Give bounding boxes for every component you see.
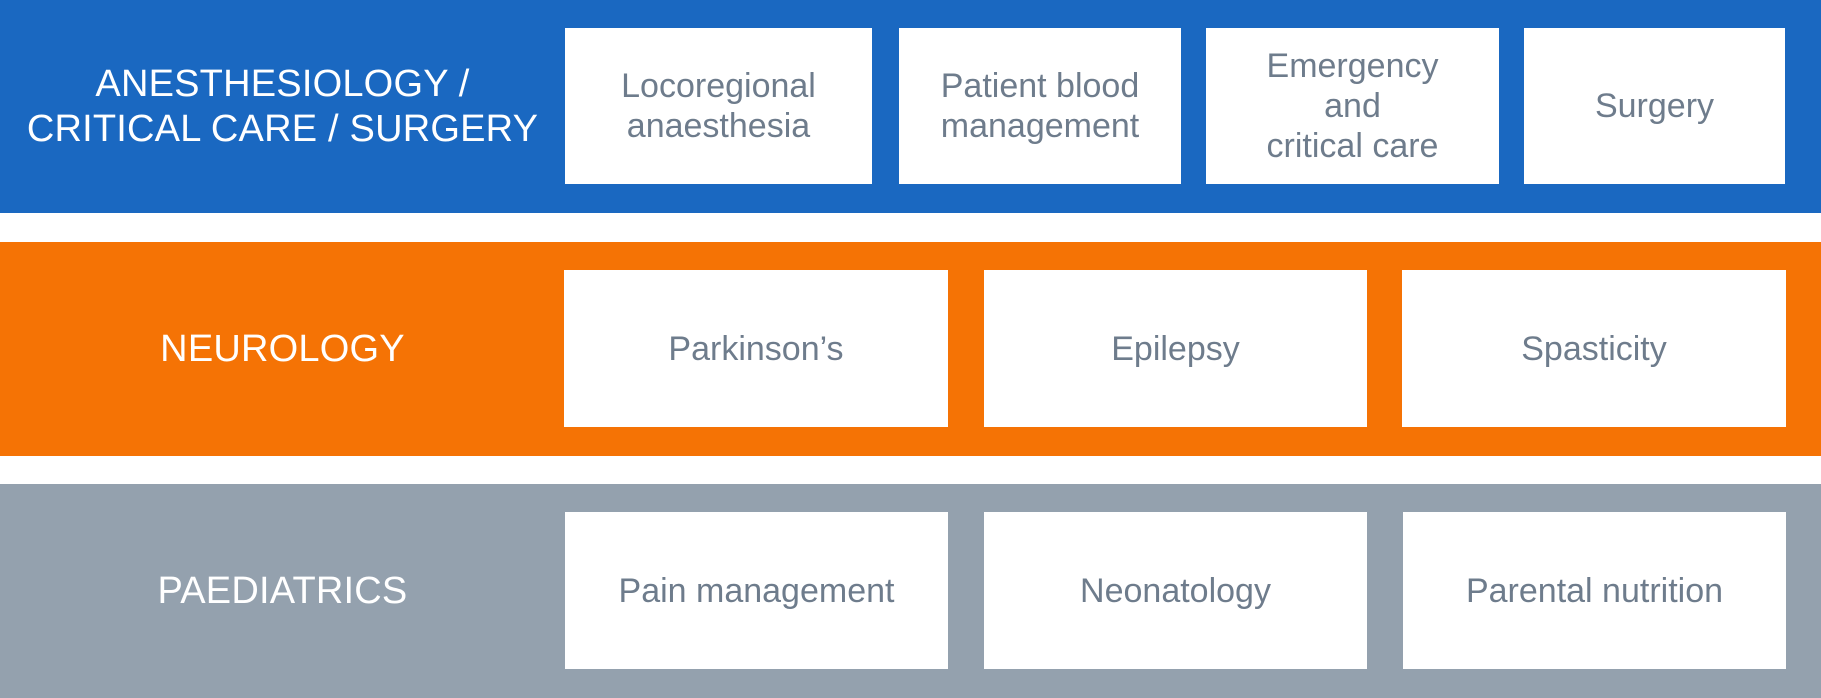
card-text-line: Emergency (1266, 47, 1439, 85)
card-text-line: critical care (1266, 127, 1439, 165)
card-text-line: Locoregional (621, 67, 816, 105)
card-text-line: Neonatology (1080, 571, 1271, 610)
card-emergency-critical-care: Emergency and critical care (1206, 28, 1499, 184)
card-text-line: Parental nutrition (1465, 571, 1724, 610)
card-text-line: Epilepsy (1111, 329, 1240, 368)
card-pain-management: Pain management (565, 512, 948, 669)
card-neonatology: Neonatology (984, 512, 1367, 669)
card-spasticity: Spasticity (1402, 270, 1786, 427)
card-parental-nutrition: Parental nutrition (1403, 512, 1786, 669)
card-locoregional-anaesthesia: Locoregional anaesthesia (565, 28, 872, 184)
card-text-line: Pain management (618, 571, 895, 610)
category-label-line: ANESTHESIOLOGY / (95, 62, 470, 105)
category-label-anesthesiology: ANESTHESIOLOGY / CRITICAL CARE / SURGERY (0, 0, 565, 213)
category-label-line: NEUROLOGY (160, 327, 405, 370)
card-text-line: Patient blood (940, 67, 1140, 105)
card-patient-blood-management: Patient blood management (899, 28, 1181, 184)
card-text-line: management (940, 107, 1140, 145)
category-label-line: PAEDIATRICS (157, 569, 408, 612)
card-parkinsons: Parkinson’s (564, 270, 948, 427)
card-text-line: Surgery (1594, 87, 1715, 125)
category-label-paediatrics: PAEDIATRICS (0, 484, 565, 698)
band-paediatrics: PAEDIATRICS Pain management Neonatology … (0, 484, 1821, 698)
category-label-line: CRITICAL CARE / SURGERY (26, 107, 539, 150)
band-anesthesiology: ANESTHESIOLOGY / CRITICAL CARE / SURGERY… (0, 0, 1821, 213)
card-text-line: Spasticity (1521, 329, 1667, 368)
card-text-line: and (1324, 87, 1381, 125)
card-text-line: anaesthesia (626, 107, 811, 145)
card-text-line: Parkinson’s (668, 329, 844, 368)
card-surgery: Surgery (1524, 28, 1785, 184)
category-label-neurology: NEUROLOGY (0, 242, 565, 456)
card-epilepsy: Epilepsy (984, 270, 1367, 427)
band-neurology: NEUROLOGY Parkinson’s Epilepsy Spasticit… (0, 242, 1821, 456)
